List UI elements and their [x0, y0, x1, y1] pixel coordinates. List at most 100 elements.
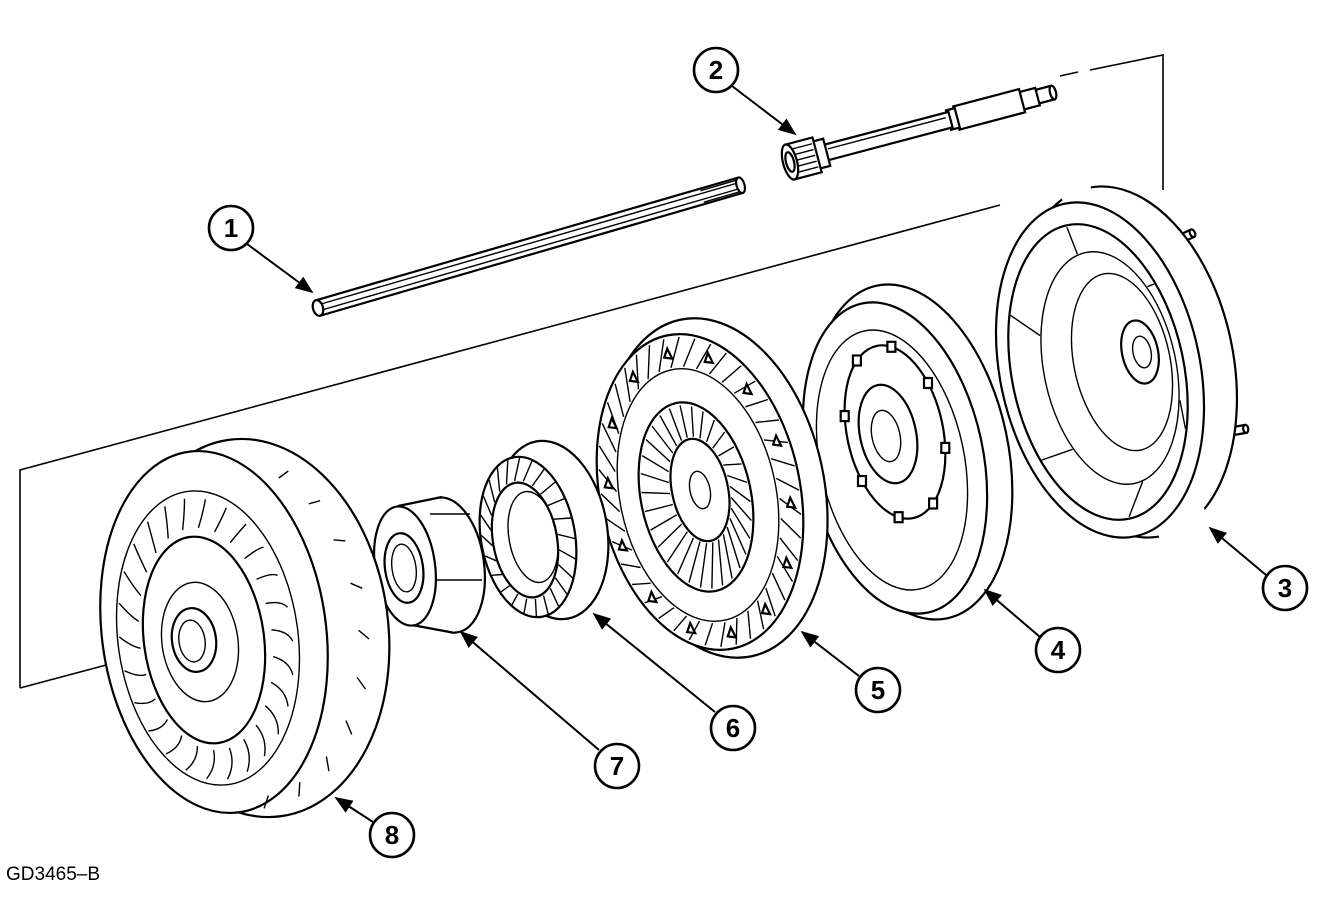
turbine-triangle: [781, 554, 794, 570]
cover-inner-wall: [1007, 223, 1189, 521]
converter-blade-mark: [271, 629, 294, 642]
turbine-blade-line: [775, 477, 800, 491]
leader-3: [1208, 526, 1267, 576]
part-6-ring: [478, 439, 610, 621]
piston-notch: [839, 410, 850, 423]
piston-notch: [851, 354, 863, 367]
converter-shell-mark: [356, 676, 367, 690]
converter-blade-mark: [118, 602, 140, 623]
turbine-blade-line: [771, 572, 786, 601]
turbine-inner-blade: [722, 534, 733, 579]
ring-blade-line: [496, 467, 501, 492]
perspective-frame: [19, 54, 1164, 689]
ring-blade-line: [558, 549, 576, 560]
converter-shell-mark: [358, 629, 370, 640]
converter-blade-mark: [273, 655, 294, 676]
converter-blade-mark: [124, 670, 147, 677]
turbine-inner-blade: [711, 542, 714, 589]
converter-hub-bore: [178, 619, 206, 663]
converter-blade-mark: [134, 698, 156, 705]
ring-blade-line: [549, 588, 560, 607]
turbine-inner-blade: [690, 406, 695, 437]
turbine-inner-blade: [712, 431, 726, 449]
converter-blade-mark: [244, 546, 264, 560]
turbine-blade-line: [624, 367, 631, 403]
converter-blade-mark: [243, 739, 250, 772]
turbine-blade-line: [765, 587, 776, 617]
piston-notch: [940, 441, 951, 454]
turbine-inner-blade: [679, 405, 688, 438]
turbine-blade-line: [720, 622, 726, 648]
callout-6-label: 6: [726, 713, 740, 743]
turbine-inner-blade: [718, 446, 735, 457]
turbine-inner-blade: [650, 514, 678, 531]
callout-5: 5: [854, 666, 902, 714]
turbine-blade-line: [605, 517, 626, 532]
callout-1: 1: [207, 204, 255, 252]
callout-6: 6: [709, 704, 757, 752]
converter-blade-marks: [118, 470, 370, 809]
turbine-blade-line: [704, 622, 714, 646]
converter-blade-mark: [197, 499, 207, 529]
ring-blade-line: [480, 534, 493, 547]
ring-blade-line: [554, 577, 568, 595]
turbine-inner-blade: [726, 526, 741, 569]
cover-rib-line: [1041, 448, 1073, 461]
turbine-inner-blade: [657, 523, 683, 548]
turbine-triangle: [760, 601, 773, 616]
turbine-inner-blade: [730, 507, 751, 539]
turbine-hub: [669, 437, 731, 543]
cover-rib-line: [1010, 314, 1041, 337]
piston-notch: [922, 376, 934, 390]
turbine-blade-line: [647, 345, 651, 380]
turbine-blade-line: [635, 354, 640, 390]
callout-7: 7: [593, 742, 641, 790]
ring-blade-line: [542, 595, 549, 615]
converter-shell-mark: [263, 795, 270, 809]
turbine-blade-line: [670, 336, 680, 368]
turbine-blade-line: [735, 617, 738, 645]
turbine-inner-blade: [699, 543, 708, 588]
turbine-blade-marks: [598, 336, 802, 648]
callouts: 1 2 3 4 5 6 7 8: [207, 46, 1309, 859]
converter-blade-mark: [164, 506, 169, 539]
converter-shell-mark: [298, 782, 301, 797]
callout-1-label: 1: [224, 213, 238, 243]
ring-blade-line: [522, 460, 533, 482]
turbine-triangle: [607, 415, 619, 430]
turbine-blade-line: [756, 600, 765, 630]
ring-blade-line: [513, 457, 521, 482]
converter-blade-mark: [133, 543, 148, 573]
piston-hub-bore: [870, 409, 902, 463]
piston-plate-notches: [839, 340, 951, 524]
converter-shell-mark: [350, 582, 363, 589]
turbine-blade-line: [695, 343, 712, 370]
turbine-inner-blade: [729, 485, 751, 503]
turbine-blade-line: [658, 339, 665, 373]
part-7-stator: [373, 495, 486, 635]
turbine-blade-line: [745, 398, 769, 408]
ring-blade-line: [534, 599, 538, 617]
cover-pilot-hub: [1120, 319, 1160, 385]
frame-top-edge: [1059, 54, 1164, 190]
turbine-inner-blade: [641, 491, 671, 495]
ring-blade-line: [500, 585, 510, 593]
converter-hub-ring: [160, 581, 240, 703]
turbine-inner-blade: [699, 411, 704, 439]
turbine-inner-blade: [688, 541, 701, 583]
part-3-cover: [994, 185, 1250, 540]
turbine-blade-line: [708, 352, 727, 375]
turbine-inner-blades: [640, 405, 752, 589]
converter-shell-mark: [325, 756, 330, 772]
turbine-hub-bore: [688, 470, 712, 510]
turbine-blade-line: [755, 419, 779, 424]
converter-blade-mark: [206, 750, 216, 780]
turbine-blade-line: [598, 445, 616, 472]
turbine-inner-blade: [729, 518, 747, 555]
ring-blade-line: [511, 593, 519, 606]
turbine-inner-blade: [668, 408, 683, 441]
cover-rib-line: [1066, 227, 1079, 255]
turbine-inner-blade: [717, 539, 724, 586]
converter-blade-mark: [165, 735, 183, 755]
part-4-piston-plate: [801, 283, 1014, 621]
